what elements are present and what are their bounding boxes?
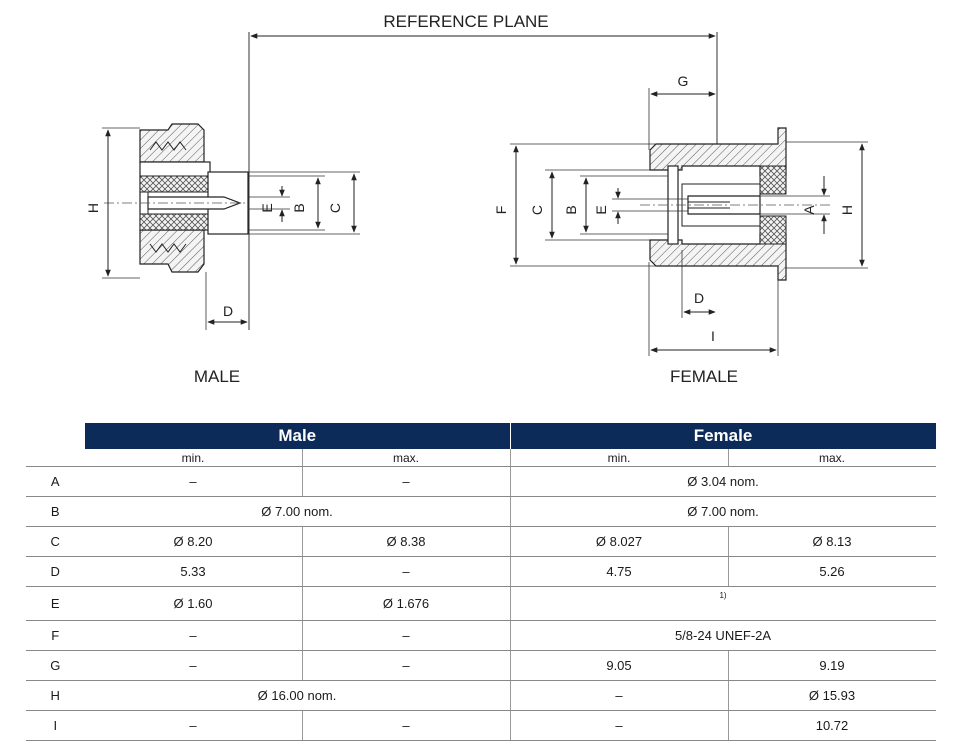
female-span-cell: Ø 7.00 nom.	[509, 496, 936, 527]
female-max-cell: Ø 15.93	[727, 680, 936, 711]
connector-drawing: REFERENCE PLANE H E	[85, 12, 868, 386]
male-min-cell: –	[84, 650, 302, 681]
male-span-cell: Ø 16.00 nom.	[84, 680, 510, 711]
female-dim-g: G	[678, 73, 689, 89]
female-max-header: max.	[727, 449, 936, 467]
female-span-cell: Ø 3.04 nom.	[509, 466, 936, 497]
male-min-cell: Ø 1.60	[84, 586, 302, 621]
female-caption: FEMALE	[670, 367, 738, 386]
female-dim-a: A	[801, 205, 817, 215]
female-dim-c: C	[529, 205, 545, 215]
male-max-cell: –	[301, 710, 510, 741]
male-dim-b: B	[291, 203, 307, 212]
male-max-cell: Ø 1.676	[301, 586, 510, 621]
male-min-cell: 5.33	[84, 556, 302, 587]
male-min-cell: –	[84, 710, 302, 741]
female-min-cell: 9.05	[509, 650, 728, 681]
female-dim-i: I	[711, 328, 715, 344]
male-dim-d: D	[223, 303, 233, 319]
female-span-cell: 5/8-24 UNEF-2A	[509, 620, 936, 651]
male-header: Male	[84, 423, 510, 449]
male-max-cell: –	[301, 620, 510, 651]
row-label: G	[26, 650, 85, 681]
male-max-cell: Ø 8.38	[301, 526, 510, 557]
male-max-cell: –	[301, 556, 510, 587]
female-max-cell: 10.72	[727, 710, 936, 741]
table-row: B Ø 7.00 nom. Ø 7.00 nom.	[26, 496, 936, 527]
female-min-cell: –	[509, 710, 728, 741]
female-footnote-cell: 1)	[509, 586, 936, 621]
female-header: Female	[509, 423, 936, 449]
male-max-cell: –	[301, 650, 510, 681]
reference-plane-dimension: REFERENCE PLANE	[248, 12, 718, 330]
female-max-cell: Ø 8.13	[727, 526, 936, 557]
row-label: E	[26, 586, 85, 621]
male-dim-h: H	[85, 203, 101, 213]
row-label: A	[26, 466, 85, 497]
table-row: F – – 5/8-24 UNEF-2A	[26, 620, 936, 651]
table-row: A – – Ø 3.04 nom.	[26, 466, 936, 497]
table-row: D 5.33 – 4.75 5.26	[26, 556, 936, 587]
female-dim-f: F	[493, 206, 509, 215]
female-min-cell: 4.75	[509, 556, 728, 587]
female-min-cell: –	[509, 680, 728, 711]
row-label: C	[26, 526, 85, 557]
dimension-table: Male Female min. max. min. max. A – – Ø …	[26, 423, 936, 741]
table-row: C Ø 8.20 Ø 8.38 Ø 8.027 Ø 8.13	[26, 526, 936, 557]
female-connector-section: G F C B E A H D	[493, 73, 868, 386]
female-max-cell: 9.19	[727, 650, 936, 681]
male-min-header: min.	[84, 449, 302, 467]
female-min-cell: Ø 8.027	[509, 526, 728, 557]
row-label: B	[26, 496, 85, 527]
row-label: I	[26, 710, 85, 741]
male-max-header: max.	[301, 449, 510, 467]
row-label: H	[26, 680, 85, 711]
table-row: G – – 9.05 9.19	[26, 650, 936, 681]
male-connector-section: H E B C D MALE	[85, 123, 360, 386]
table-row: E Ø 1.60 Ø 1.676 1)	[26, 586, 936, 621]
male-span-cell: Ø 7.00 nom.	[84, 496, 510, 527]
female-dim-e: E	[593, 205, 609, 214]
table-row: I – – – 10.72	[26, 710, 936, 741]
reference-plane-label: REFERENCE PLANE	[383, 12, 548, 31]
table-row: H Ø 16.00 nom. – Ø 15.93	[26, 680, 936, 711]
row-label: F	[26, 620, 85, 651]
male-min-cell: –	[84, 466, 302, 497]
male-min-cell: Ø 8.20	[84, 526, 302, 557]
female-dim-b: B	[563, 205, 579, 214]
female-dim-h: H	[839, 205, 855, 215]
row-label: D	[26, 556, 85, 587]
male-max-cell: –	[301, 466, 510, 497]
male-dim-e: E	[259, 203, 275, 212]
male-dim-c: C	[327, 203, 343, 213]
table-corner	[26, 423, 85, 467]
female-min-header: min.	[509, 449, 728, 467]
male-min-cell: –	[84, 620, 302, 651]
female-max-cell: 5.26	[727, 556, 936, 587]
female-dim-d: D	[694, 290, 704, 306]
male-caption: MALE	[194, 367, 240, 386]
